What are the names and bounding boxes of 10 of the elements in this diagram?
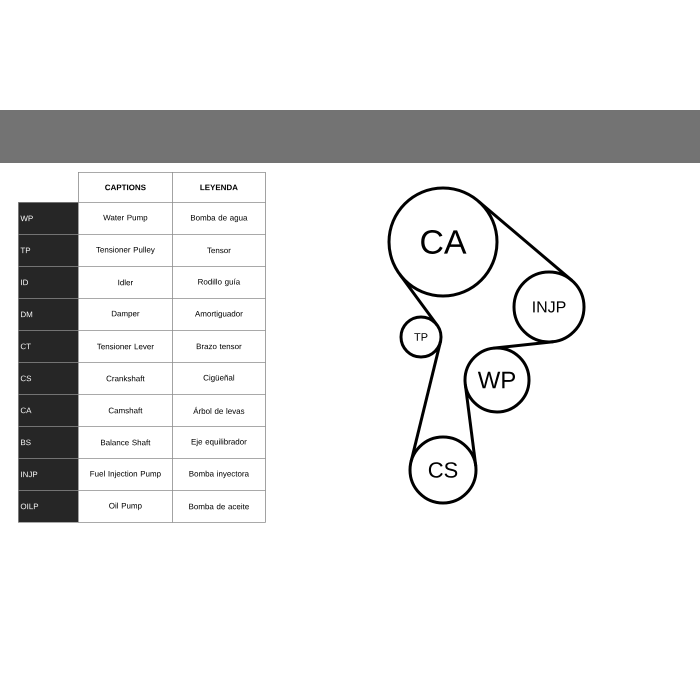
belt: [494, 340, 554, 350]
pulley: TP: [400, 316, 442, 358]
belt: [398, 274, 438, 326]
belt: [410, 341, 442, 462]
pulley: CA: [388, 186, 498, 298]
pulley: WP: [464, 346, 530, 414]
belt: [464, 384, 478, 466]
pulley: CS: [408, 436, 478, 504]
belt: [477, 200, 573, 282]
pulley: INJP: [512, 270, 586, 344]
